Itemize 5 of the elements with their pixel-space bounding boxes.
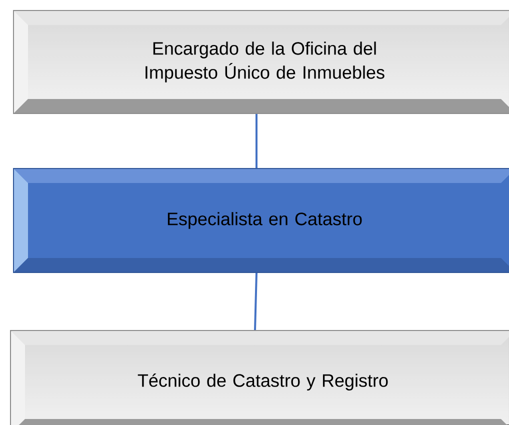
connector-line: [254, 272, 258, 330]
process-box: Técnico de Catastro y Registro: [10, 330, 509, 425]
connector-line: [256, 114, 258, 168]
process-box: Encargado de la Oficina del Impuesto Único de Inmuebles: [13, 10, 509, 114]
process-box: Especialista en Catastro: [13, 168, 509, 273]
